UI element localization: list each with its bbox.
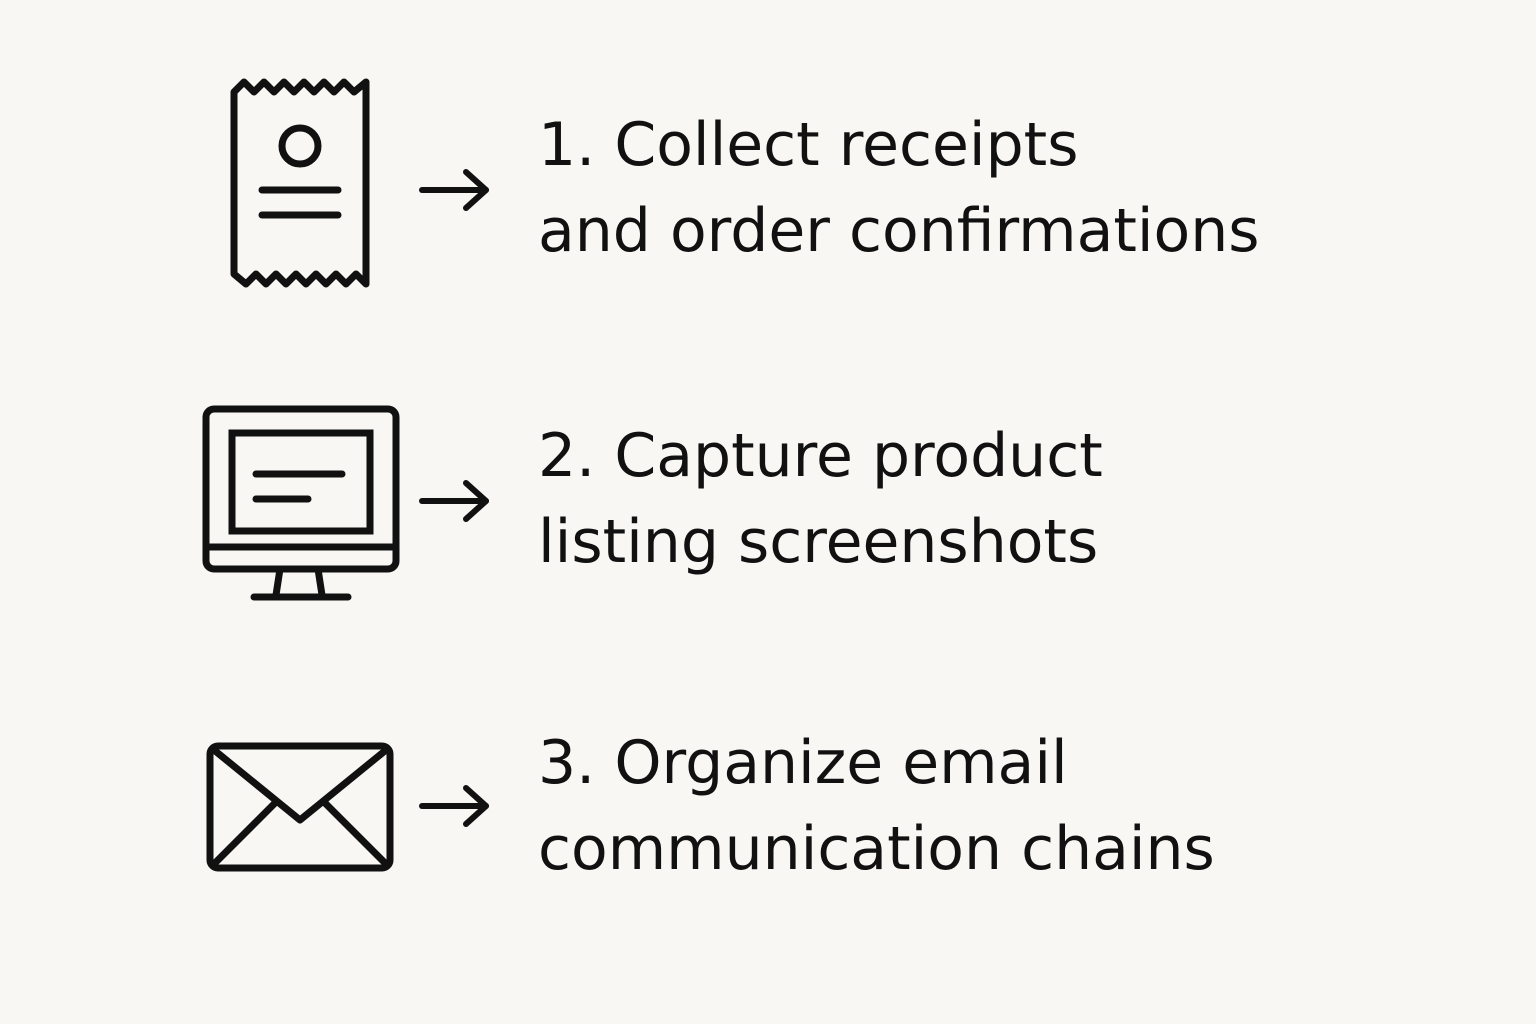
step-text: 3. Organize email communication chains: [538, 720, 1498, 892]
arrow-right-icon: [419, 169, 489, 211]
step-text-line-1: 2. Capture product: [538, 421, 1103, 491]
step-collect-receipts: 1. Collect receipts and order confirmati…: [0, 70, 1536, 310]
step-text-line-2: and order confirmations: [538, 196, 1260, 266]
arrow-right-icon: [419, 785, 489, 827]
step-organize-email: 3. Organize email communication chains: [0, 690, 1536, 930]
step-text-line-2: listing screenshots: [538, 507, 1099, 577]
step-text: 2. Capture product listing screenshots: [538, 413, 1498, 585]
step-text-line-1: 3. Organize email: [538, 728, 1068, 798]
receipt-icon: [230, 78, 370, 288]
envelope-icon: [206, 742, 394, 872]
step-text-line-2: communication chains: [538, 814, 1215, 884]
step-capture-screenshots: 2. Capture product listing screenshots: [0, 385, 1536, 625]
step-text: 1. Collect receipts and order confirmati…: [538, 102, 1498, 274]
monitor-icon: [202, 405, 400, 601]
step-text-line-1: 1. Collect receipts: [538, 110, 1079, 180]
arrow-right-icon: [419, 480, 489, 522]
